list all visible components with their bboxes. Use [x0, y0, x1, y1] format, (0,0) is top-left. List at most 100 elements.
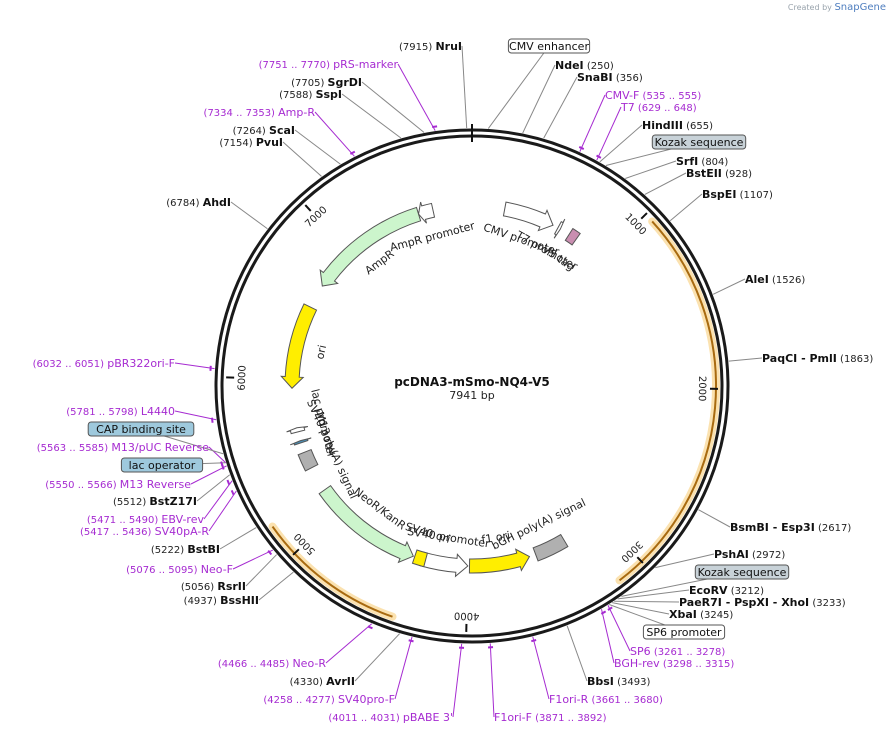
site-neo-r-28-pos: (4466 .. 4485)	[218, 659, 290, 670]
site-srfi-8-label: SrfI (804)	[676, 155, 728, 168]
site-paer7i-17-pos: (3233)	[812, 598, 845, 609]
site-avrii-27-leader	[354, 633, 400, 682]
site-kozak-sequence-7-box: Kozak sequence	[651, 134, 747, 150]
site-bsmbi-13-name2: - Esp3I	[769, 521, 815, 534]
site-pvui-43-label: (7154) PvuI	[219, 136, 283, 149]
feature-ampr	[319, 206, 422, 287]
site-hindiii-6-label: HindIII (655)	[642, 119, 713, 132]
site-sv40pro-f-26-pos: (4258 .. 4277)	[263, 695, 335, 706]
site-sp6-promoter-19-box: SP6 promoter	[642, 624, 726, 640]
site-m13-puc-reverse-38-leader	[208, 446, 227, 464]
site-bgh-rev-21-leader	[600, 609, 615, 664]
site-ahdi-42-pos: (6784)	[166, 198, 199, 209]
tick-label-4000: 4000	[454, 610, 480, 622]
site-bsshii-29-label: (4937) BssHII	[184, 594, 259, 607]
site-cmv-enhancer-1-name: CMV enhancer	[509, 40, 589, 53]
site-sp6-20-leader	[607, 605, 631, 652]
tick-label-6000: 6000	[237, 365, 249, 391]
site-bsshii-29-leader	[258, 571, 294, 601]
site-paer7i-17-name2: - PspXI - XhoI	[722, 596, 809, 609]
site-paqci-12-label: PaqCI - PmlI (1863)	[762, 352, 873, 365]
site-sv40pa-r-33-name: SV40pA-R	[155, 525, 210, 538]
site-bgh-rev-21-pos: (3298 .. 3315)	[663, 659, 735, 670]
site-scai-44-pos: (7264)	[233, 126, 266, 137]
site-nrui-0-pos: (7915)	[399, 42, 432, 53]
site-l4440-40-label: (5781 .. 5798) L4440	[66, 405, 175, 418]
site-ndei-2-leader	[522, 64, 556, 134]
site-sspi-46-label: (7588) SspI	[279, 88, 342, 101]
site-srfi-8-leader	[625, 160, 677, 179]
site-srfi-8-pos: (804)	[701, 157, 728, 168]
site-neo-r-28-label: (4466 .. 4485) Neo-R	[218, 657, 327, 670]
site-neo-f-31-primer-mark	[267, 550, 273, 556]
tick-mark-5000	[292, 548, 300, 556]
site-bgh-rev-21-name: BGH-rev	[614, 657, 660, 670]
site-f1ori-r-23-label: F1ori-R (3661 .. 3680)	[549, 693, 663, 706]
site-prs-marker-48-leader	[397, 63, 436, 131]
site-hindiii-6-leader	[599, 124, 643, 163]
site-snabi-3-label: SnaBI (356)	[577, 71, 643, 84]
site-bstbi-32-leader	[219, 527, 257, 550]
plasmid-length: 7941 bp	[449, 389, 494, 402]
site-rsrii-30-name: RsrII	[217, 580, 246, 593]
site-paer7i-17-leader	[614, 600, 680, 603]
site-paer7i-17-label: PaeR7I - PspXI - XhoI (3233)	[679, 596, 846, 609]
site-cap-binding-site-39-box: CAP binding site	[87, 421, 195, 437]
leader-lines-layer	[140, 45, 763, 718]
site-cmv-f-4-leader	[579, 94, 606, 152]
site-amp-r-45-pos: (7334 .. 7353)	[204, 108, 276, 119]
feature-ampr-promoter	[418, 201, 436, 224]
site-sgrdi-47-leader	[361, 81, 425, 133]
feature-neor-kanr	[318, 484, 415, 564]
site-cmv-f-4-pos: (535 .. 555)	[643, 91, 702, 102]
credit-prefix: Created by	[787, 3, 832, 12]
site-rsrii-30-leader	[245, 554, 278, 587]
site-lac-operator-37-box: lac operator	[120, 457, 204, 473]
site-cap-binding-site-39-box-bg	[87, 421, 195, 437]
site-bstbi-32-label: (5222) BstBI	[151, 543, 220, 556]
orange-bars-layer	[268, 217, 720, 621]
site-pbabe-3-25-name: pBABE 3'	[403, 711, 453, 724]
site-ahdi-42-leader	[230, 201, 268, 230]
credit-brand: SnapGene	[834, 2, 886, 13]
site-kozak-sequence-7-name: Kozak sequence	[655, 136, 744, 149]
feature-ori	[280, 303, 318, 389]
site-t7-5-name: T7	[620, 101, 635, 114]
site-pbr322ori-f-41-label: (6032 .. 6051) pBR322ori-F	[33, 357, 175, 370]
site-alei-11-pos: (1526)	[772, 275, 805, 286]
site-prs-marker-48-name: pRS-marker	[333, 58, 398, 71]
site-m13-puc-reverse-38-label: (5563 .. 5585) M13/pUC Reverse	[37, 441, 209, 454]
site-snabi-3-leader	[543, 76, 578, 139]
site-sspi-46-pos: (7588)	[279, 90, 312, 101]
site-srfi-8-name: SrfI	[676, 155, 698, 168]
site-avrii-27-pos: (4330)	[290, 677, 323, 688]
site-alei-11-leader	[712, 278, 746, 295]
site-scai-44-leader	[294, 129, 341, 165]
site-neo-r-28-leader	[325, 623, 373, 664]
site-f1ori-r-23-pos: (3661 .. 3680)	[591, 695, 663, 706]
site-f1ori-r-23-name: F1ori-R	[549, 693, 589, 706]
snapgene-credit: Created by SnapGene	[788, 2, 886, 13]
site-kozak-sequence-15-name: Kozak sequence	[698, 566, 787, 579]
tick-mark-7000	[304, 204, 312, 212]
feature-t7-promoter	[553, 218, 566, 239]
site-sp6-20-name: SP6	[630, 645, 651, 658]
site-sp6-20-pos: (3261 .. 3278)	[654, 647, 726, 658]
site-nrui-0-leader	[461, 45, 468, 129]
site-sgrdi-47-label: (7705) SgrDI	[291, 76, 362, 89]
site-snabi-3-pos: (356)	[616, 73, 643, 84]
site-alei-11-label: AleI (1526)	[745, 273, 805, 286]
site-sgrdi-47-name: SgrDI	[328, 76, 362, 89]
site-ebv-rev-34-label: (5471 .. 5490) EBV-rev	[87, 513, 205, 526]
site-bspei-10-pos: (1107)	[740, 190, 773, 201]
site-sgrdi-47-pos: (7705)	[291, 78, 324, 89]
site-ebv-rev-34-pos: (5471 .. 5490)	[87, 515, 159, 526]
site-avrii-27-label: (4330) AvrII	[290, 675, 355, 688]
site-bsteii-9-pos: (928)	[725, 169, 752, 180]
site-pvui-43-pos: (7154)	[219, 138, 252, 149]
site-prs-marker-48-pos: (7751 .. 7770)	[259, 60, 331, 71]
site-neo-f-31-pos: (5076 .. 5095)	[126, 565, 198, 576]
site-cmv-f-4-label: CMV-F (535 .. 555)	[605, 89, 701, 102]
site-m13-puc-reverse-38-primer-mark	[220, 461, 224, 467]
